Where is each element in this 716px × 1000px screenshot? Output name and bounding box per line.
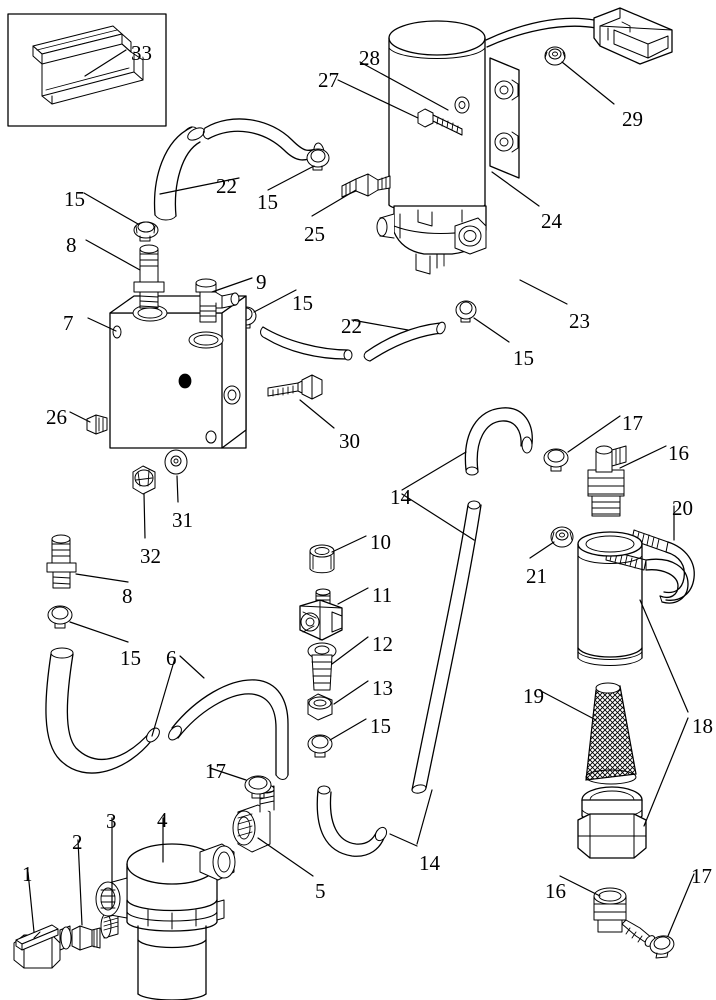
- callout-lock-nut-32: 32: [140, 544, 161, 568]
- callout-strainer-screen-19: 19: [523, 684, 544, 708]
- inset-detail-box: [7, 13, 167, 127]
- callout-ball-valve-1: 1: [22, 862, 33, 886]
- callout-barbed-stem-12: 12: [372, 632, 393, 656]
- part-14-hose-lower: [316, 785, 388, 857]
- callout-hose-clamp-15: 15: [64, 187, 85, 211]
- callout-hose-22: 22: [216, 174, 237, 198]
- part-22-hose-upper-right: [202, 118, 325, 162]
- part-13-hex-nut: [307, 693, 333, 721]
- callout-hose-clamp-15: 15: [257, 190, 278, 214]
- callout-reducer-bushing-3: 3: [106, 809, 117, 833]
- callout-hose-barb-fitting-8: 8: [66, 233, 77, 257]
- part-5-elbow-fitting: [232, 784, 275, 853]
- callout-pump-assembly-24: 24: [541, 209, 562, 233]
- part-29-flange-nut: [544, 46, 566, 66]
- part-6-hose-right: [168, 679, 289, 780]
- callout-mounting-hole-28: 28: [359, 46, 380, 70]
- part-26-pipe-plug: [86, 414, 108, 435]
- callout-cap-nut-10: 10: [370, 530, 391, 554]
- callout-u-bolt-20: 20: [672, 496, 693, 520]
- callout-hose-barb-fitting-8: 8: [122, 584, 133, 608]
- callout-hose-clamp-15: 15: [292, 291, 313, 315]
- part-17-hose-clamp-a: [543, 448, 569, 472]
- callout-hose-clamp-15: 15: [370, 714, 391, 738]
- part-17-hose-clamp-c: [649, 935, 675, 959]
- part-15-hose-clamp-b: [306, 148, 330, 171]
- callout-flange-nut-21: 21: [526, 564, 547, 588]
- part-17-hose-clamp-b: [244, 775, 272, 799]
- part-21-flange-nut: [550, 526, 574, 548]
- part-10-cap-nut: [309, 544, 335, 574]
- part-19-strainer-screen: [585, 682, 637, 785]
- callout-elbow-fitting-16: 16: [668, 441, 689, 465]
- callout-strainer-body-18: 18: [692, 714, 713, 738]
- part-18-strainer-union: [577, 786, 647, 859]
- callout-hose-clamp-15: 15: [513, 346, 534, 370]
- callout-elbow-fitting-23: 23: [569, 309, 590, 333]
- part-15-hose-clamp-a: [133, 221, 159, 242]
- callout-straight-fitting-25: 25: [304, 222, 325, 246]
- part-9-elbow-fitting: [195, 278, 240, 323]
- callout-mounting-rail-33: 33: [131, 41, 152, 65]
- leader-lines: [27, 49, 695, 937]
- callout-flat-washer-31: 31: [172, 508, 193, 532]
- part-16-elbow-lower: [593, 887, 656, 947]
- callout-valve-body-11: 11: [372, 583, 393, 607]
- part-24-pump-assembly: [376, 20, 520, 275]
- part-30-flange-bolt: [267, 374, 323, 400]
- callout-cap-screw-27: 27: [318, 68, 339, 92]
- callout-hose-14: 14: [419, 851, 440, 875]
- callout-elbow-fitting-5: 5: [315, 879, 326, 903]
- callout-flange-bolt-30: 30: [339, 429, 360, 453]
- part-22-hose-middle: [260, 326, 353, 361]
- callout-hex-nipple-2: 2: [72, 830, 83, 854]
- part-12-barbed-stem: [307, 642, 337, 691]
- part-4-filter-housing: [95, 843, 236, 1000]
- callout-filter-housing-4: 4: [157, 808, 168, 832]
- electrical-harness: [485, 7, 673, 65]
- callout-hose-clamp-17: 17: [622, 411, 643, 435]
- part-32-lock-nut: [132, 465, 156, 495]
- callout-hose-clamp-17: 17: [691, 864, 712, 888]
- part-11-valve-body: [299, 588, 343, 641]
- callout-manifold-block-7: 7: [63, 311, 74, 335]
- callout-elbow-fitting-9: 9: [256, 270, 267, 294]
- callout-hose-14: 14: [390, 485, 411, 509]
- callout-flange-nut-29: 29: [622, 107, 643, 131]
- part-8-hose-barb-lower: [46, 534, 77, 589]
- part-28-mounting-hole: [454, 96, 470, 114]
- callout-hose-clamp-15: 15: [120, 646, 141, 670]
- part-8-hose-barb-upper: [133, 244, 165, 309]
- part-14-hose-long: [411, 500, 482, 794]
- callout-hex-nut-13: 13: [372, 676, 393, 700]
- part-2-hex-nipple: [71, 925, 101, 951]
- callout-hose-22: 22: [341, 314, 362, 338]
- part-6-hose-left: [45, 647, 160, 774]
- callout-hose-clamp-17: 17: [205, 759, 226, 783]
- callout-elbow-fitting-16: 16: [545, 879, 566, 903]
- part-14-hose-upper: [464, 407, 533, 476]
- part-22-hose-upper-left: [153, 126, 205, 221]
- callout-pipe-plug-26: 26: [46, 405, 67, 429]
- part-31-flat-washer: [164, 449, 188, 475]
- part-15-hose-clamp-d: [455, 300, 477, 323]
- part-15-hose-clamp-f: [307, 734, 333, 758]
- part-15-hose-clamp-e: [47, 605, 73, 629]
- part-7-manifold-block: [109, 295, 247, 449]
- part-33-mounting-rail: [32, 25, 144, 105]
- part-25-straight-fitting: [341, 173, 391, 198]
- part-16-elbow-upper: [587, 445, 627, 517]
- part-27-cap-screw: [417, 108, 463, 136]
- part-18-strainer-nipple: [577, 531, 643, 666]
- part-1-ball-valve: [13, 924, 72, 969]
- callout-hose-6: 6: [166, 646, 177, 670]
- part-22-hose-middle-right: [363, 321, 446, 362]
